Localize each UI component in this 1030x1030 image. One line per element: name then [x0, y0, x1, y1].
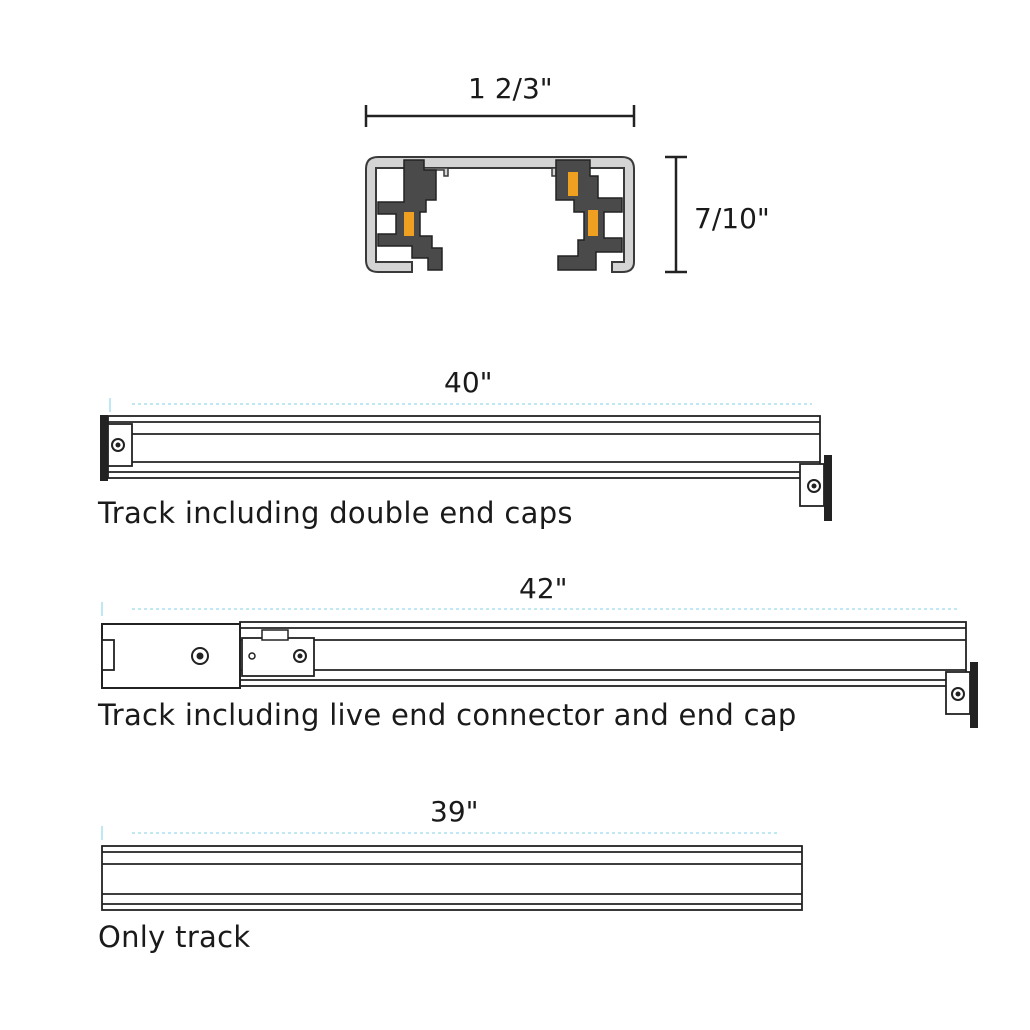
track-1-caption: Track including double end caps: [98, 496, 573, 530]
track-1-end-cap-right: [799, 455, 832, 521]
profile-width-dimension: [364, 105, 636, 127]
track-1-length-label: 40": [444, 366, 493, 399]
track-1: [100, 398, 832, 521]
profile-width-label: 1 2/3": [468, 72, 553, 105]
track-1-end-cap-left: [100, 415, 133, 481]
track-2-rail: [239, 621, 967, 687]
profile-conductor-right-top: [568, 172, 578, 196]
track-3-caption: Only track: [98, 920, 251, 954]
profile-height-dimension: [665, 155, 687, 274]
track-2-caption: Track including live end connector and e…: [98, 698, 797, 732]
track-2-length-label: 42": [519, 572, 568, 605]
track-3-length-label: 39": [430, 795, 479, 828]
profile-housing: [365, 156, 635, 273]
track-1-rail: [107, 415, 821, 479]
live-end-connector: [101, 623, 315, 689]
track-2-end-cap-right: [945, 662, 978, 728]
profile-height-label: 7/10": [694, 202, 770, 235]
track-3-rail: [101, 845, 803, 911]
track-3: [101, 826, 803, 911]
track-profile: [365, 156, 635, 273]
track-2: [101, 602, 978, 728]
profile-conductor-left: [404, 212, 414, 236]
profile-conductor-right-bottom: [588, 210, 598, 236]
